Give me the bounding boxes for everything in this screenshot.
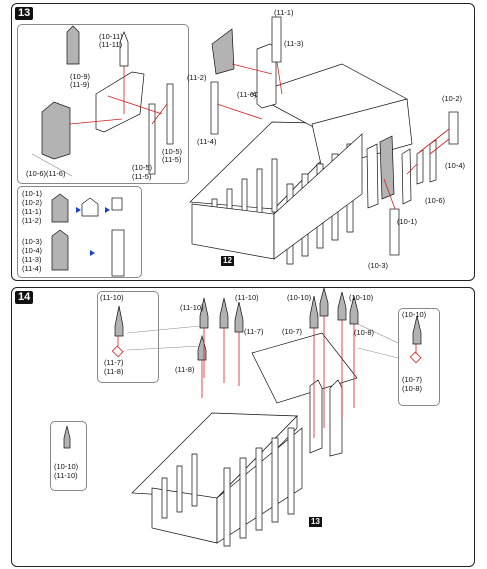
spire-piece (66, 25, 80, 65)
label-10-3: (10-3) (368, 261, 389, 270)
label-11-7: (11-7) (244, 327, 264, 336)
spire-icon (337, 291, 347, 321)
gray-wall-part (211, 28, 235, 75)
spire-icon (349, 295, 359, 325)
small-spire (119, 31, 129, 67)
spire-icon (114, 305, 124, 337)
part-10-3 (389, 208, 400, 256)
label-11-7-inset: (11-7) (104, 358, 124, 367)
label-11-5: (11-5) (162, 155, 182, 164)
seq-label-10-1: (10-1) (22, 189, 43, 198)
label-10-8: (10-8) (354, 328, 375, 337)
label-11-10-b: (11-10) (235, 293, 259, 302)
sequence-arrows (76, 207, 110, 256)
sequence-drawings (51, 193, 125, 277)
label-10-7-inset: (10-7) (402, 375, 423, 384)
pillar-10-5 (148, 103, 156, 175)
spire-icon (412, 315, 422, 345)
tower-shell (95, 71, 145, 133)
placement-guides (216, 61, 450, 210)
label-10-6: (10-6) (425, 196, 446, 205)
label-11-5-b: (11-5) (132, 172, 152, 181)
label-11-1: (11-1) (274, 8, 294, 17)
seq-label-11-2: (11-2) (22, 216, 42, 225)
arrow-right-icon (76, 207, 81, 213)
arrow-right-icon (90, 250, 95, 256)
label-11-8: (11-8) (175, 365, 195, 374)
part-11-1 (271, 16, 282, 63)
label-10-5: (10-5) (162, 147, 183, 156)
label-11-9: (11-9) (70, 80, 90, 89)
label-10-10-inset: (10-10) (402, 310, 427, 319)
label-10-6-11-6: (10-6)(11-6) (26, 169, 66, 178)
label-11-10-a: (11-10) (180, 303, 204, 312)
label-10-9: (10-9) (70, 72, 91, 81)
label-11-6: (11-6) (237, 90, 257, 99)
loose-parts (210, 16, 459, 256)
placement-guides (111, 316, 422, 438)
seq-label-11-3: (11-3) (22, 255, 42, 264)
spire-icon (219, 297, 229, 329)
pillar-11-5 (166, 83, 174, 145)
exploded-guides (69, 66, 168, 125)
label-11-2: (11-2) (187, 73, 207, 82)
seq-label-10-4: (10-4) (22, 246, 43, 255)
spires (63, 288, 422, 449)
label-10-1: (10-1) (397, 217, 418, 226)
spire-icon (309, 295, 319, 329)
label-11-10-small: (11-10) (54, 471, 78, 480)
spire-icon (234, 301, 244, 333)
bottom-piece (41, 101, 71, 160)
label-10-2: (10-2) (442, 94, 463, 103)
part-11-4 (210, 81, 219, 135)
spire-icon (63, 425, 71, 449)
step-14-panel: 14 13 (11, 287, 475, 567)
step-number-badge: 14 (15, 291, 34, 304)
part-10-2 (448, 111, 459, 145)
step-13-panel: 13 12 (11, 3, 475, 281)
label-11-10-inset: (11-10) (100, 293, 124, 302)
cathedral-model (189, 28, 437, 265)
reference-step-badge: 12 (221, 256, 234, 266)
exploded-assembly (41, 25, 174, 175)
label-10-8-inset: (10-8) (402, 384, 423, 393)
label-10-10-b: (10-10) (349, 293, 374, 302)
label-11-11: (11-11) (99, 40, 123, 49)
spire-icon (197, 334, 207, 361)
label-10-11: (10-11) (99, 32, 123, 41)
seq-label-11-4: (11-4) (22, 264, 42, 273)
seq-label-10-3: (10-3) (22, 237, 43, 246)
label-11-8-inset: (11-8) (104, 367, 124, 376)
inset-pointer-lines (31, 153, 73, 177)
transept-roof (251, 332, 358, 404)
seq-label-10-2: (10-2) (22, 198, 43, 207)
cathedral-model (131, 332, 358, 547)
label-10-10-a: (10-10) (287, 293, 312, 302)
label-10-4: (10-4) (445, 161, 466, 170)
label-10-5-b: (10-5) (132, 163, 153, 172)
label-10-10-small: (10-10) (54, 462, 79, 471)
spire-icon (319, 288, 329, 317)
nave-buttresses (161, 427, 295, 547)
central-tower (256, 43, 277, 109)
label-11-4: (11-4) (197, 137, 217, 146)
label-11-3: (11-3) (284, 39, 304, 48)
arrow-right-icon (105, 207, 110, 213)
pointer-lines (126, 323, 399, 359)
seq-label-11-1: (11-1) (22, 207, 42, 216)
step-14-drawing: (11-10) (11-10) (11-10) (10-10) (10-10) … (54, 288, 427, 547)
step-13-drawing: (11-1) (11-3) (11-2) (11-6) (11-4) (10-2… (22, 8, 466, 277)
spire-part-inset-left (97, 291, 159, 383)
reference-step-badge: 13 (309, 517, 322, 527)
step-number-badge: 13 (15, 7, 34, 20)
label-10-7: (10-7) (282, 327, 303, 336)
